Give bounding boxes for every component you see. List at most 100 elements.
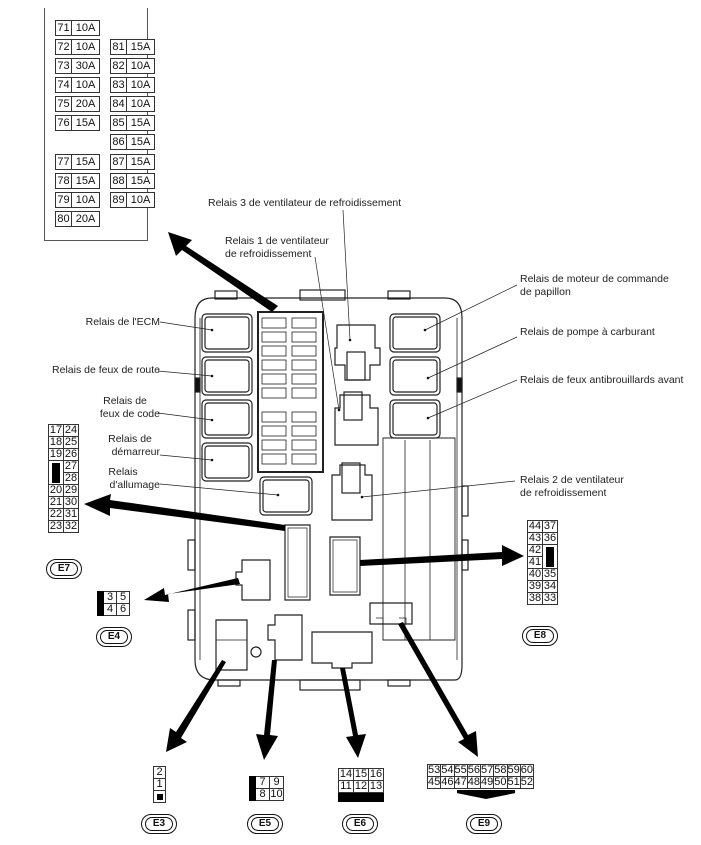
fuse-number: 75 — [56, 97, 72, 111]
pin-cell: 22 — [48, 508, 64, 521]
badge-e5-label: E5 — [251, 817, 279, 831]
pin-cell: 51 — [506, 776, 521, 789]
label-relay-low-beam-line2: feux de code — [99, 408, 160, 420]
pin-cell: 4 — [103, 603, 117, 616]
connector-socket-e3 — [215, 619, 248, 671]
fuse-number: 80 — [56, 212, 72, 226]
pin-cell: 8 — [255, 788, 270, 801]
pin-cell: 12 — [353, 780, 369, 793]
fuse-rating: 20A — [75, 213, 96, 225]
pin-cell: 3 — [103, 591, 117, 604]
badge-e7-label: E7 — [50, 562, 78, 576]
label-relay-fan3: Relais 3 de ventilateur de refroidisseme… — [208, 197, 402, 209]
fuse-rating: 10A — [75, 22, 96, 34]
pin-cell: 41 — [527, 556, 543, 569]
fuse-rating: 10A — [75, 79, 96, 91]
fuse-number: 85 — [111, 116, 127, 130]
pin-cell: 55 — [453, 764, 468, 777]
fuse-number: 76 — [56, 116, 72, 130]
pin-cell: 23 — [48, 520, 64, 533]
fuse-number: 87 — [111, 155, 127, 169]
pin-cell: 57 — [479, 764, 495, 777]
pin-cell: 15 — [353, 768, 369, 781]
polarity-key — [457, 790, 515, 799]
pin-cell: 53 — [426, 764, 442, 777]
arrow-to-e7 — [84, 494, 285, 531]
badge-e5: E5 — [247, 814, 283, 834]
label-relay-throttle-line1: Relais de moteur de commande — [520, 273, 669, 285]
badge-e3-label: E3 — [145, 817, 173, 831]
pin-cell: 54 — [440, 764, 455, 777]
pin-cell: 14 — [338, 768, 354, 781]
connector-socket-e8 — [329, 536, 361, 596]
fuse-rating: 15A — [130, 156, 151, 168]
pin-cell: 44 — [527, 520, 543, 533]
pin-cell: 26 — [63, 448, 79, 461]
pin-cell: 35 — [542, 568, 558, 581]
relay-ecm — [201, 313, 253, 353]
fuse-number: 82 — [111, 59, 127, 73]
pin-cell: 39 — [527, 580, 543, 593]
pin-cell: 50 — [493, 776, 508, 789]
pin-cell: 48 — [466, 776, 482, 789]
label-relay-fan2-line1: Relais 2 de ventilateur — [520, 474, 624, 486]
badge-e6-label: E6 — [346, 817, 374, 831]
fuse-rating: 15A — [130, 41, 151, 53]
relay-fan3 — [334, 324, 381, 381]
pin-cell: 18 — [48, 436, 64, 449]
pin-cell: 17 — [48, 424, 64, 437]
pin-cell: 42 — [527, 544, 543, 557]
pin-cell: 45 — [426, 776, 442, 789]
pin-cell: 43 — [527, 532, 543, 545]
arrow-to-e8 — [360, 545, 524, 566]
pin-cell: 25 — [63, 436, 79, 449]
fuse-rating: 15A — [75, 117, 96, 129]
pin-cell: 31 — [63, 508, 79, 521]
badge-e6: E6 — [342, 814, 378, 834]
pin-cell: 47 — [453, 776, 468, 789]
pin-cell: 34 — [542, 580, 558, 593]
badge-e8-label: E8 — [526, 629, 554, 643]
label-relay-low-beam-line1: Relais de — [103, 395, 147, 407]
badge-e4: E4 — [96, 627, 132, 647]
fuse-rating: 10A — [130, 194, 151, 206]
relay-throttle — [389, 313, 441, 353]
badge-e7: E7 — [46, 559, 82, 579]
pin-cell: 9 — [269, 776, 284, 789]
arrow-to-e4 — [144, 578, 240, 602]
arrow-to-e5 — [256, 660, 278, 760]
fuse-number: 88 — [111, 174, 127, 188]
pin-cell: 10 — [269, 788, 284, 801]
fuse-rating: 30A — [75, 60, 96, 72]
arrow-to-fuse-legend — [168, 232, 278, 312]
pin-cell: 30 — [63, 496, 79, 509]
fuse-number: 79 — [56, 193, 72, 207]
fuse-rating: 15A — [130, 117, 151, 129]
pin-cell: 46 — [440, 776, 455, 789]
fuse-number: 86 — [111, 135, 127, 149]
pin-cell: 32 — [63, 520, 79, 533]
fuse-number: 78 — [56, 174, 72, 188]
fuse-rating: 10A — [130, 79, 151, 91]
connector-socket-e9 — [369, 602, 413, 625]
pin-cell: 20 — [48, 484, 64, 497]
badge-e4-label: E4 — [100, 630, 128, 644]
pin-cell: 52 — [519, 776, 535, 789]
relay-fog — [389, 399, 441, 439]
label-relay-ignition-line2: d'allumage — [109, 479, 160, 491]
